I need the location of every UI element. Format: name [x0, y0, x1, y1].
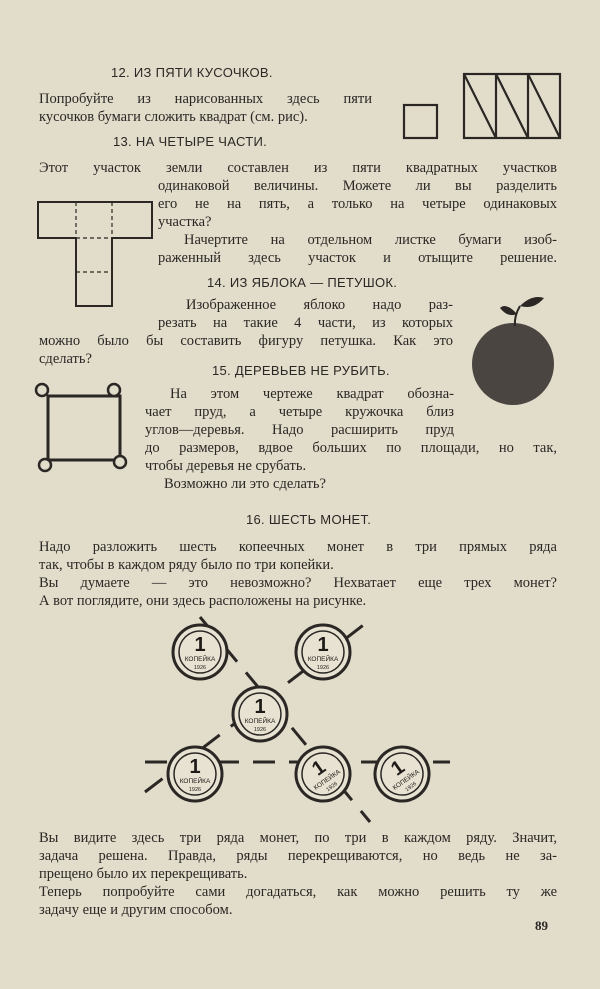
coin-year: 1926 — [194, 665, 206, 671]
problem-14-line-3: можно было бы составить фигуру петушка. … — [39, 333, 453, 349]
problem-16-line-5: Вы видите здесь три ряда монет, по три в… — [39, 830, 557, 846]
coin-rim — [373, 745, 431, 803]
coin-year: 1926 — [317, 665, 329, 671]
problem-13-line-4: участка? — [158, 214, 212, 230]
problem-16-title: 16. ШЕСТЬ МОНЕТ. — [246, 512, 372, 527]
apple-stem — [513, 305, 521, 327]
pond-with-trees-figure — [34, 382, 128, 473]
tree-bottom-left — [37, 457, 53, 473]
coin-word: КОПЕЙКА — [245, 716, 276, 725]
problem-15-line-5: чтобы деревья не срубать. — [145, 458, 307, 474]
coin-denomination: 1 — [254, 696, 265, 718]
coin-rim — [166, 745, 224, 803]
coin-inner-ring — [178, 630, 222, 674]
problem-14-title: 14. ИЗ ЯБЛОКА — ПЕТУШОК. — [207, 275, 398, 290]
problem-16-line-7: прещено было их перекрещивать. — [39, 866, 248, 882]
problem-15-line-4: до размеров, вдвое больших по площади, н… — [145, 440, 557, 456]
coin-year: 1926 — [404, 781, 417, 793]
tree-top-left — [34, 382, 50, 398]
coin-denomination: 1 — [317, 634, 328, 656]
problem-16-line-3: Вы думаете — это невозможно? Нехватает е… — [39, 575, 557, 591]
problem-16-line-8: Теперь попробуйте сами догадаться, как м… — [39, 884, 557, 900]
coin-inner-ring — [301, 630, 345, 674]
problem-14-line-4: сделать? — [39, 351, 92, 367]
problem-15-line-2: чает пруд, а четыре кружочка близ — [145, 404, 454, 420]
apple-leaf-left — [500, 306, 517, 316]
problem-12-title: 12. ИЗ ПЯТИ КУСОЧКОВ. — [111, 65, 273, 80]
coin-year: 1926 — [189, 787, 201, 793]
problem-15-line-1: На этом чертеже квадрат обозна- — [170, 386, 454, 402]
rectangle-pieces — [462, 72, 562, 140]
problem-16-line-6: задача решена. Правда, ряды перекрещиваю… — [39, 848, 557, 864]
coin-year: 1926 — [254, 727, 266, 733]
t-shape-outline — [37, 201, 153, 307]
pond-square — [46, 394, 122, 462]
coin-rim — [171, 623, 229, 681]
coin-inner-ring — [173, 752, 217, 796]
coin-inner-ring — [380, 752, 424, 796]
problem-16-line-2: так, чтобы в каждом ряду было по три коп… — [39, 557, 334, 573]
five-pieces-figure — [402, 72, 562, 140]
coin-rim — [294, 623, 352, 681]
problem-14-line-1: Изображенное яблоко надо раз- — [186, 297, 453, 313]
coin-rim — [294, 745, 352, 803]
problem-13-line-3: его не на пять, а только на четыре одина… — [158, 196, 557, 212]
t-shaped-plot-figure — [37, 201, 153, 307]
coin-denomination: 1 — [189, 756, 200, 778]
coin-word: КОПЕЙКА — [185, 654, 216, 663]
coin-word: КОПЕЙКА — [180, 776, 211, 785]
tree-bottom-right — [112, 454, 128, 470]
page-number: 89 — [535, 918, 548, 933]
problem-14-line-2: резать на такие 4 части, из которых — [158, 315, 453, 331]
small-square-piece — [402, 103, 439, 140]
problem-12-line-1: Попробуйте из нарисованных здесь пяти — [39, 91, 372, 107]
coin-word: КОПЕЙКА — [308, 654, 339, 663]
apple-body — [472, 323, 554, 405]
coin-year: 1926 — [325, 781, 338, 793]
coin-inner-ring — [238, 692, 282, 736]
problem-13-line-1: Этот участок земли составлен из пяти ква… — [39, 160, 557, 176]
apple-figure — [472, 297, 554, 405]
tree-top-right — [106, 382, 122, 398]
problem-12-line-2: кусочков бумаги сложить квадрат (см. рис… — [39, 109, 308, 125]
problem-16-line-1: Надо разложить шесть копеечных монет в т… — [39, 539, 557, 555]
coin-rim — [231, 685, 289, 743]
problem-13-line-6: раженный здесь участок и отыщите решение… — [158, 250, 557, 266]
problem-13-line-2: одинаковой величины. Можете ли вы раздел… — [158, 178, 557, 194]
problem-15-line-3: углов—деревья. Надо расширить пруд — [145, 422, 454, 438]
coin-denomination: 1 — [194, 634, 205, 656]
problem-15-title: 15. ДЕРЕВЬЕВ НЕ РУБИТЬ. — [212, 363, 390, 378]
problem-13-title: 13. НА ЧЕТЫРЕ ЧАСТИ. — [113, 134, 267, 149]
apple-leaf-right — [520, 297, 544, 307]
six-coins-figure: 1КОПЕЙКА19261КОПЕЙКА19261КОПЕЙКА19261КОП… — [144, 616, 450, 823]
coin-inner-ring — [301, 752, 345, 796]
problem-15-line-6: Возможно ли это сделать? — [164, 476, 326, 492]
problem-16-line-9: задачу еще и другим способом. — [39, 902, 233, 918]
problem-13-line-5: Начертите на отдельном листке бумаги изо… — [184, 232, 557, 248]
problem-16-line-4: А вот поглядите, они здесь расположены н… — [39, 593, 367, 609]
